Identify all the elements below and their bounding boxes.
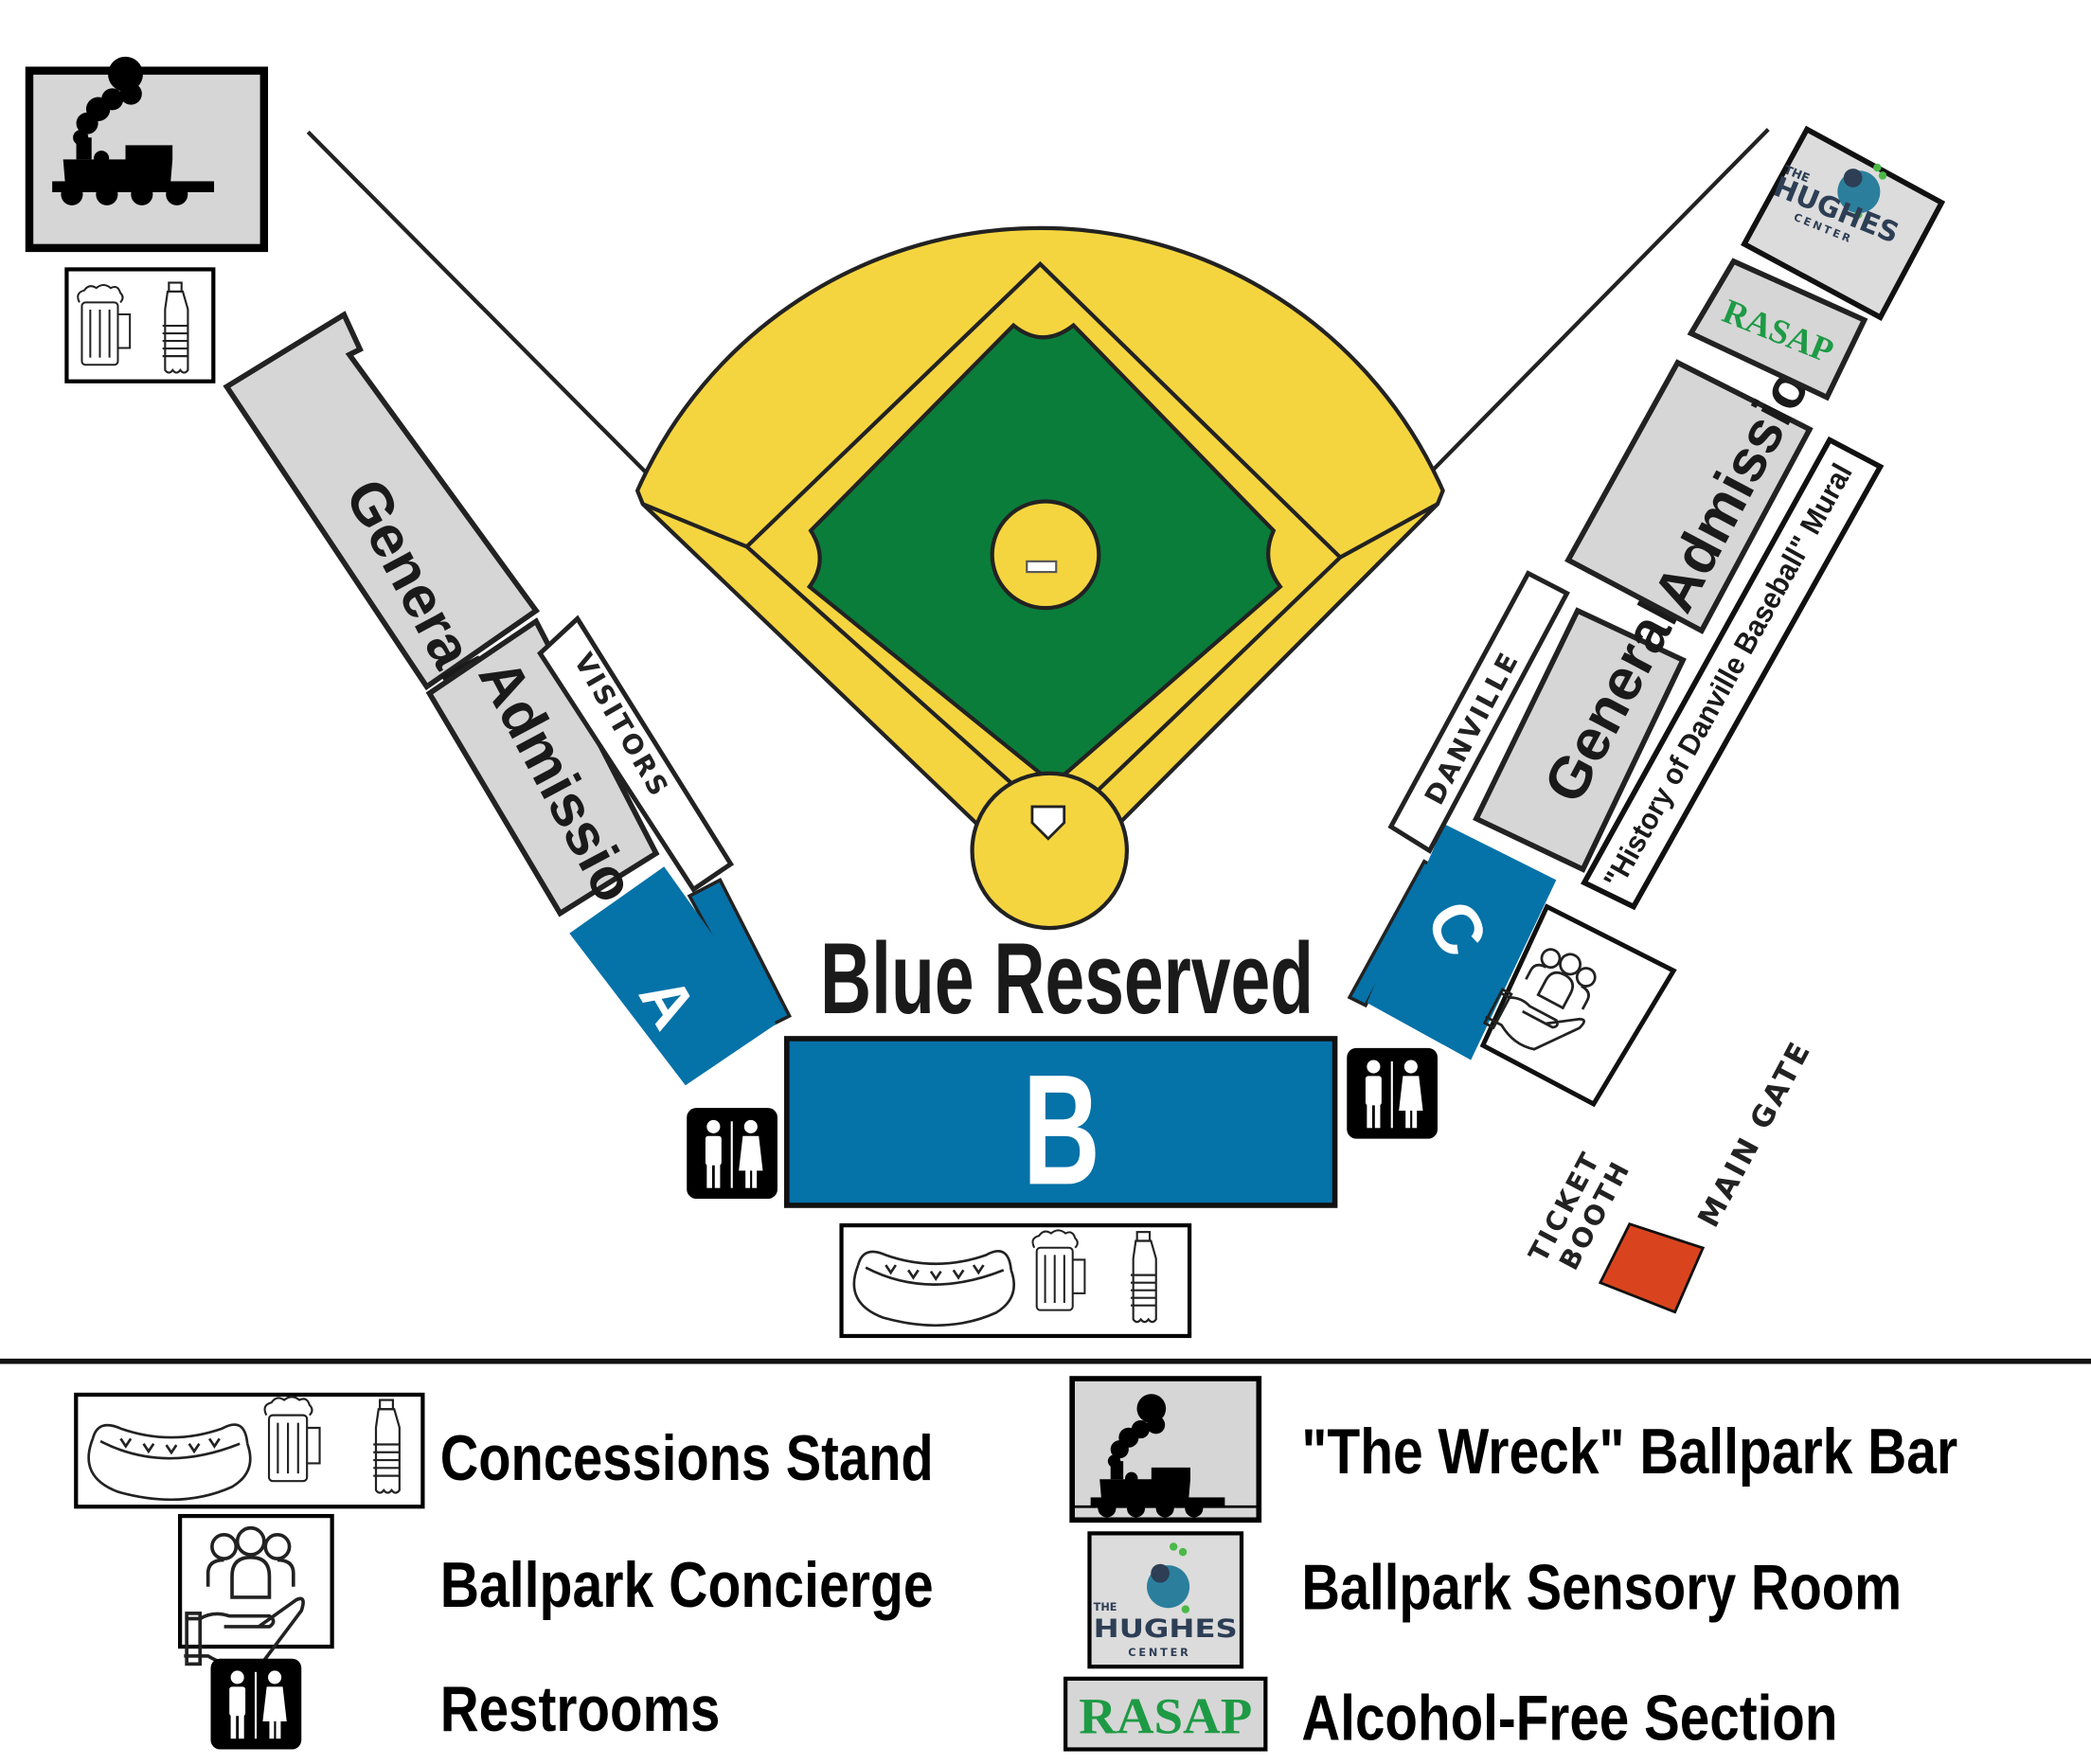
right-foul-line <box>1432 128 1770 472</box>
legend-item-sensory-room: THE HUGHES CENTER Ballpark Sensory Room <box>1087 1531 1902 1669</box>
ballpark-concierge[interactable] <box>1479 903 1677 1108</box>
rasap-alcohol-free-section[interactable]: RASAP <box>1687 258 1868 401</box>
restroom-right[interactable] <box>1347 1047 1438 1139</box>
concessions-stand-main[interactable] <box>839 1222 1192 1339</box>
hughes-center-logo: THE HUGHES CENTER <box>1094 1542 1238 1659</box>
legend-item-restrooms: Restrooms <box>210 1658 721 1750</box>
legend-item-wreck-bar: "The Wreck" Ballpark Bar <box>1069 1376 1957 1523</box>
legend-item-concessions: Concessions Stand <box>74 1392 934 1509</box>
section-b-label: B <box>1023 1042 1100 1218</box>
home-plate-area <box>970 771 1130 931</box>
rasap-logo: RASAP <box>1079 1688 1252 1745</box>
left-general-admission-upper[interactable]: General <box>223 311 541 692</box>
legend-label: Alcohol-Free Section <box>1301 1684 1837 1755</box>
blue-reserved-label: Blue Reserved <box>820 921 1314 1035</box>
legend-label: Ballpark Concierge <box>440 1550 934 1621</box>
main-gate-label: MAIN GATE <box>1691 1035 1818 1233</box>
restroom-icon <box>210 1658 302 1750</box>
legend-item-alcohol-free: RASAP Alcohol-Free Section <box>1063 1676 1837 1755</box>
legend: Concessions Stand Ballpark Concierge Res… <box>74 1376 1957 1755</box>
restroom-left[interactable] <box>687 1108 777 1199</box>
svg-text:THE: THE <box>1094 1601 1117 1613</box>
section-a[interactable]: A <box>569 866 793 1086</box>
pitchers-mound <box>990 499 1101 611</box>
svg-text:HUGHES: HUGHES <box>1094 1614 1238 1644</box>
hughes-sensory-room[interactable]: THE HUGHES CENTER <box>1741 125 1946 321</box>
the-wreck-bar[interactable] <box>25 56 269 253</box>
legend-item-concierge: Ballpark Concierge <box>177 1513 934 1669</box>
drinks-stand[interactable] <box>64 267 216 383</box>
section-b[interactable]: B <box>784 1036 1338 1218</box>
legend-label: Restrooms <box>440 1674 721 1745</box>
svg-text:CENTER: CENTER <box>1128 1647 1190 1659</box>
left-foul-line <box>306 130 649 475</box>
legend-label: "The Wreck" Ballpark Bar <box>1301 1417 1957 1488</box>
legend-label: Ballpark Sensory Room <box>1301 1553 1902 1624</box>
ticket-booth[interactable]: TICKET BOOTH <box>1523 1146 1706 1314</box>
section-c[interactable]: C <box>1347 824 1557 1060</box>
home-plate <box>1030 805 1066 841</box>
legend-label: Concessions Stand <box>440 1423 934 1494</box>
